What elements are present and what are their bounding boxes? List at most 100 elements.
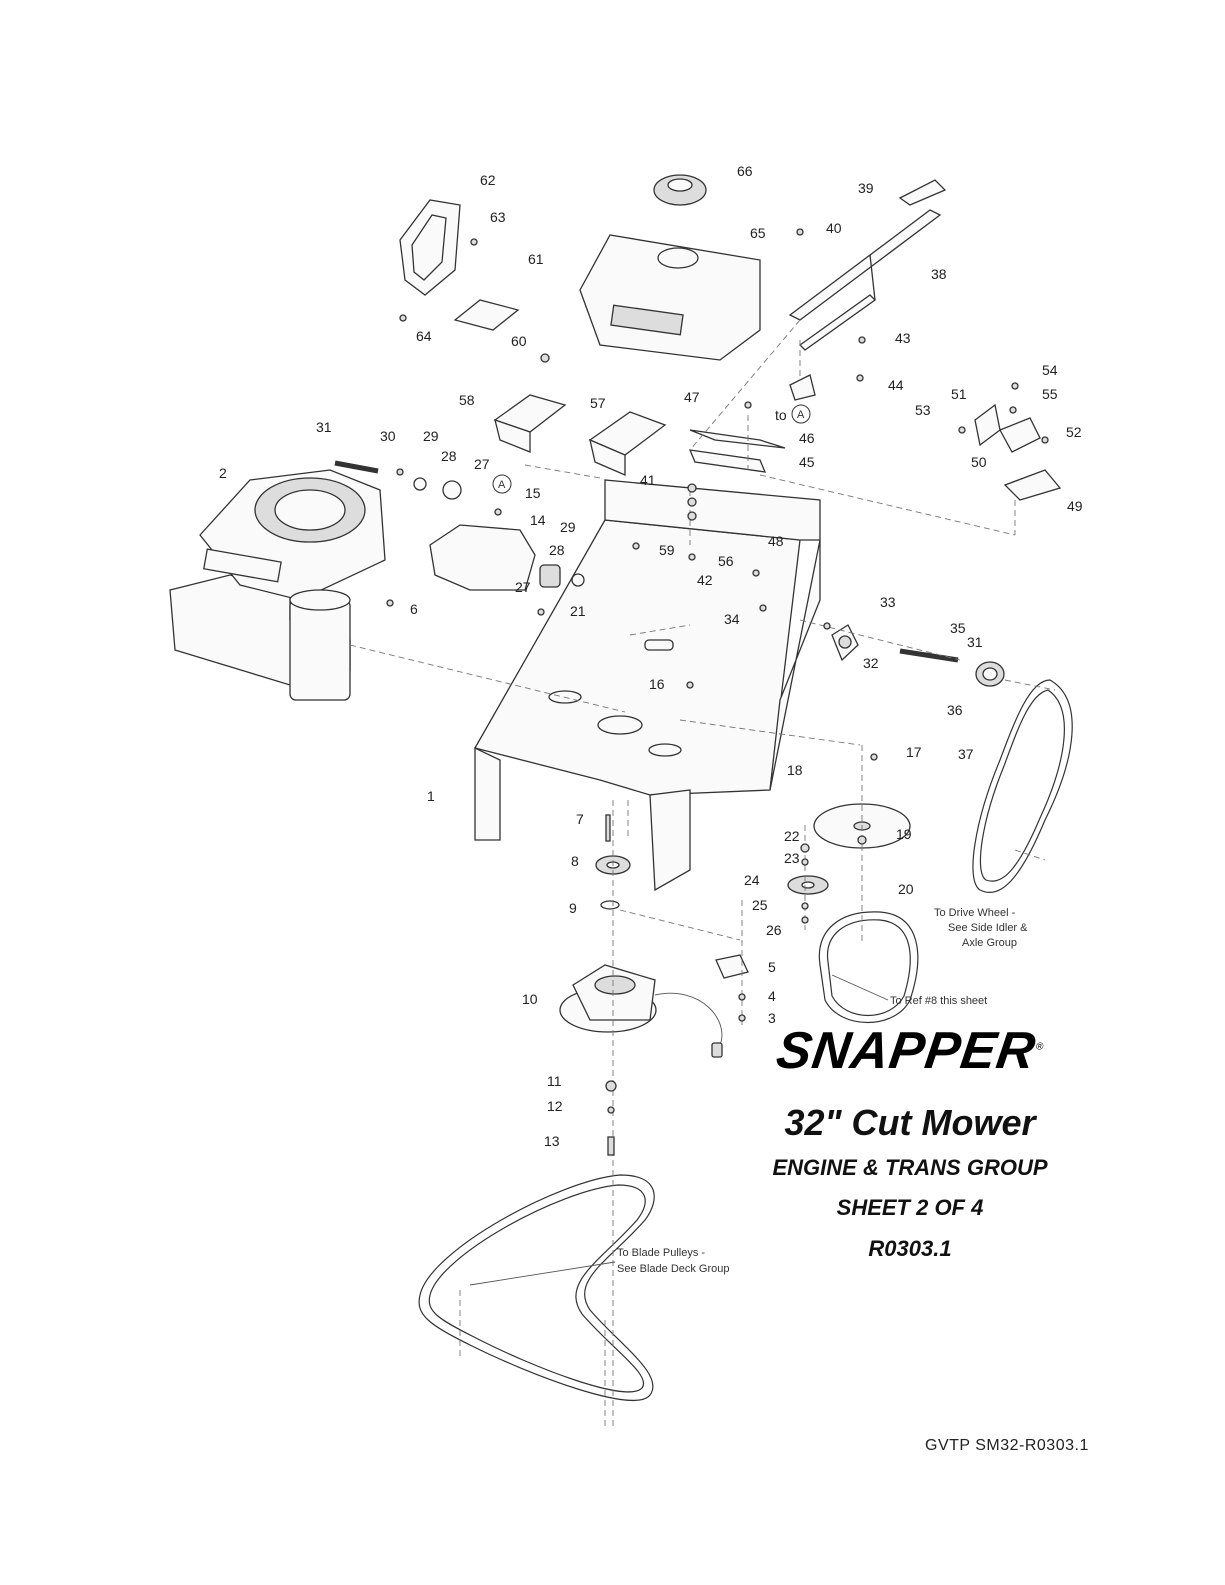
title-block: SNAPPER® 32" Cut Mower ENGINE & TRANS GR… [700, 1022, 1120, 1262]
part-callout: 32 [863, 655, 879, 671]
part-callout: 39 [858, 180, 874, 196]
part-callout: 2 [219, 465, 227, 481]
engine [169, 469, 386, 701]
model-title: 32" Cut Mower [784, 1102, 1036, 1143]
group-title: ENGINE & TRANS GROUP [772, 1155, 1048, 1180]
part-callout: 46 [799, 430, 815, 446]
part-callout: 21 [570, 603, 586, 619]
electric-clutch [559, 964, 723, 1058]
part-callout: 47 [684, 389, 700, 405]
drive-belt [972, 679, 1073, 894]
part-callout: 41 [640, 472, 656, 488]
part-callout: 63 [490, 209, 506, 225]
brand-registered-mark: ® [1034, 1041, 1045, 1053]
ref-to-a-text: to [775, 407, 787, 423]
part-callout: 18 [787, 762, 803, 778]
revision-code: R0303.1 [868, 1235, 952, 1261]
part-callout: 66 [737, 163, 753, 179]
part-callout: 19 [896, 826, 912, 842]
plate-58 [493, 394, 567, 453]
part-callout: 11 [547, 1073, 562, 1089]
main-frame [474, 479, 821, 892]
axle-shaft-right [899, 648, 959, 663]
part-callout: 13 [544, 1133, 560, 1149]
part-callout: 54 [1042, 362, 1058, 378]
part-callout: 58 [459, 392, 475, 408]
part-callouts: 1234567891011121314151617181920212223242… [219, 163, 1083, 1149]
part-callout: 42 [697, 572, 713, 588]
part-callout: 35 [950, 620, 966, 636]
part-callout: 34 [724, 611, 740, 627]
brand-logo: SNAPPER® [772, 1022, 1047, 1080]
part-callout: 6 [410, 601, 418, 617]
bracket-51 [974, 403, 1001, 447]
plate-49 [1003, 469, 1062, 501]
plate-57 [588, 411, 667, 476]
part-callout: 8 [571, 853, 579, 869]
part-callout: 24 [744, 872, 760, 888]
part-callout: 65 [750, 225, 766, 241]
bracket-50 [999, 417, 1041, 453]
part-callout: 31 [316, 419, 332, 435]
part-callout: 38 [931, 266, 947, 282]
note-drive-wheel-1: To Drive Wheel - [934, 907, 1016, 919]
part-callout: 29 [560, 519, 576, 535]
grip-strip [898, 179, 947, 206]
assembly-lines [349, 319, 1056, 1430]
idler-pulley [787, 875, 829, 895]
decal-61 [453, 299, 520, 331]
trans-belt [818, 911, 919, 1024]
part-callout: 28 [549, 542, 565, 558]
note-drive-wheel-3: Axle Group [962, 937, 1017, 949]
part-callout: 37 [958, 746, 974, 762]
part-callout: 33 [880, 594, 896, 610]
part-callout: 64 [416, 328, 432, 344]
part-callout: 51 [951, 386, 967, 402]
part-callout: 1 [427, 788, 435, 804]
part-callout: 10 [522, 991, 538, 1007]
note-ref8-text: To Ref #8 this sheet [890, 995, 987, 1007]
part-callout: 56 [718, 553, 734, 569]
part-callout: 52 [1066, 424, 1082, 440]
part-callout: 23 [784, 850, 800, 866]
ref-to-a-marker: A [797, 409, 805, 421]
note-blade-pulleys: To Blade Pulleys - See Blade Deck Group [469, 1247, 730, 1286]
part-callout: 45 [799, 454, 815, 470]
part-callout: 22 [784, 828, 800, 844]
blade-belt [418, 1174, 655, 1401]
document-reference: GVTP SM32-R0303.1 [925, 1437, 1089, 1454]
part-callout: 48 [768, 533, 784, 549]
part-callout: 27 [515, 579, 531, 595]
part-callout: 27 [474, 456, 490, 472]
part-callout: 50 [971, 454, 987, 470]
part-callout: 62 [480, 172, 496, 188]
brand-name: SNAPPER [772, 1022, 1040, 1080]
part-callout: 55 [1042, 386, 1058, 402]
part-callout: 53 [915, 402, 931, 418]
part-callout: 3 [768, 1010, 776, 1026]
axle-shaft-left [334, 460, 379, 474]
part-callout: 31 [967, 634, 983, 650]
note-blade-1: To Blade Pulleys - [617, 1247, 705, 1259]
fuel-cap [653, 174, 707, 206]
transmission [413, 477, 585, 591]
part-callout: 57 [590, 395, 606, 411]
part-callout: 9 [569, 900, 577, 916]
handle-bar [788, 209, 942, 401]
handle-bracket [399, 199, 461, 296]
bearing-flange [831, 624, 859, 662]
sheet-number: SHEET 2 OF 4 [836, 1195, 984, 1221]
part-callout: 30 [380, 428, 396, 444]
part-callout: 61 [528, 251, 544, 267]
hardware [386, 228, 1049, 1156]
part-callout: 17 [906, 744, 922, 760]
part-callout: 49 [1067, 498, 1083, 514]
washer-9 [600, 900, 620, 910]
part-callout: 5 [768, 959, 776, 975]
part-callout: 60 [511, 333, 527, 349]
ref-marker-a-text: A [498, 479, 506, 491]
part-callout: 44 [888, 377, 904, 393]
part-callout: 25 [752, 897, 768, 913]
part-callout: 12 [547, 1098, 563, 1114]
